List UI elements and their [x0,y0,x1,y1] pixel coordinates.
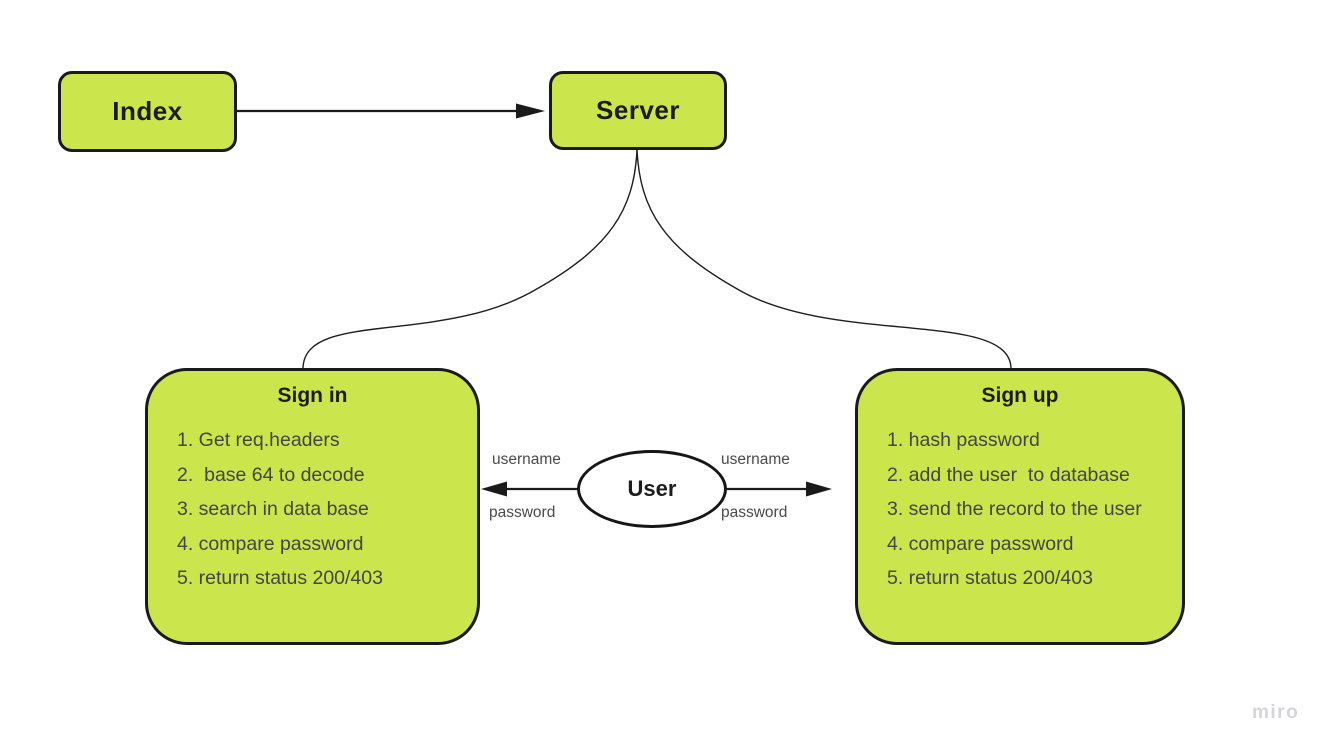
edge-label-password-right: password [721,504,788,521]
connector-server-signup[interactable] [636,149,1012,369]
sign-up-steps: 1. hash password 2. add the user to data… [858,423,1182,596]
sign-in-step: 2. base 64 to decode [177,463,365,486]
connector-user-signup[interactable] [727,481,832,497]
node-server[interactable]: Server [549,71,727,150]
sign-up-step: 4. compare password [887,532,1074,555]
sign-in-step: 5. return status 200/403 [177,567,383,589]
sign-in-step: 3. search in data base [177,498,369,520]
node-sign-up[interactable]: Sign up 1. hash password 2. add the user… [855,368,1185,645]
edge-label-password-left: password [489,504,556,521]
edge-label-username-left: username [492,451,561,468]
node-user[interactable]: User [577,450,727,528]
arrowhead-left-icon [481,481,507,497]
sign-up-step: 3. send the record to the user [887,498,1142,520]
connector-index-server[interactable] [237,103,545,119]
node-sign-in[interactable]: Sign in 1. Get req.headers 2. base 64 to… [145,368,480,645]
connector-user-signin[interactable] [481,481,578,497]
connector-server-signin[interactable] [302,149,638,369]
sign-in-title: Sign in [277,384,348,407]
edge-label-username-right: username [721,451,790,468]
sign-up-title: Sign up [981,384,1059,407]
node-user-label: User [627,476,677,501]
node-server-label: Server [596,95,680,125]
miro-watermark: miro [1252,702,1300,723]
sign-up-step: 5. return status 200/403 [887,567,1093,589]
node-index-label: Index [112,96,183,126]
arrowhead-right-icon [516,103,545,119]
node-index[interactable]: Index [58,71,237,152]
arrowhead-right-icon [806,481,832,497]
sign-in-step: 4. compare password [177,532,364,555]
sign-in-step: 1. Get req.headers [177,429,340,451]
sign-in-steps: 1. Get req.headers 2. base 64 to decode … [148,423,477,596]
sign-up-step: 2. add the user to database [887,463,1130,486]
sign-up-step: 1. hash password [887,429,1040,451]
